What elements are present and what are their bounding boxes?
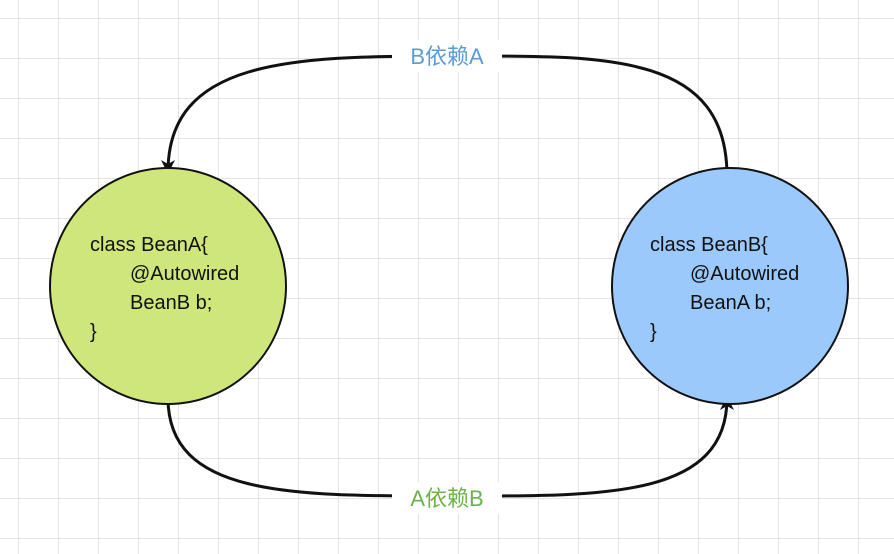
edge-label-a-depends-b: A依赖B xyxy=(410,486,483,511)
edge-b-depends-a xyxy=(161,54,729,177)
node-bean-b: class BeanB{ @Autowired BeanA b; } xyxy=(611,167,849,405)
node-bean-a-line-3: BeanB b; xyxy=(130,292,212,314)
node-bean-b-line-4: } xyxy=(650,321,657,343)
edge-a-depends-b xyxy=(166,396,734,498)
node-bean-b-line-1: class BeanB{ xyxy=(650,234,768,256)
node-bean-a-circle xyxy=(49,167,287,405)
node-bean-a-line-4: } xyxy=(90,321,97,343)
edge-label-bg-top xyxy=(392,40,502,72)
node-bean-b-line-3: BeanA b; xyxy=(690,292,771,314)
edge-label-bg-bottom xyxy=(392,482,502,514)
node-bean-a: class BeanA{ @Autowired BeanB b; } xyxy=(49,167,287,405)
node-bean-a-line-2: @Autowired xyxy=(130,263,239,285)
node-bean-a-line-1: class BeanA{ xyxy=(90,234,208,256)
node-bean-b-circle xyxy=(611,167,849,405)
edge-label-b-depends-a: B依赖A xyxy=(410,44,484,69)
node-bean-b-line-2: @Autowired xyxy=(690,263,799,285)
